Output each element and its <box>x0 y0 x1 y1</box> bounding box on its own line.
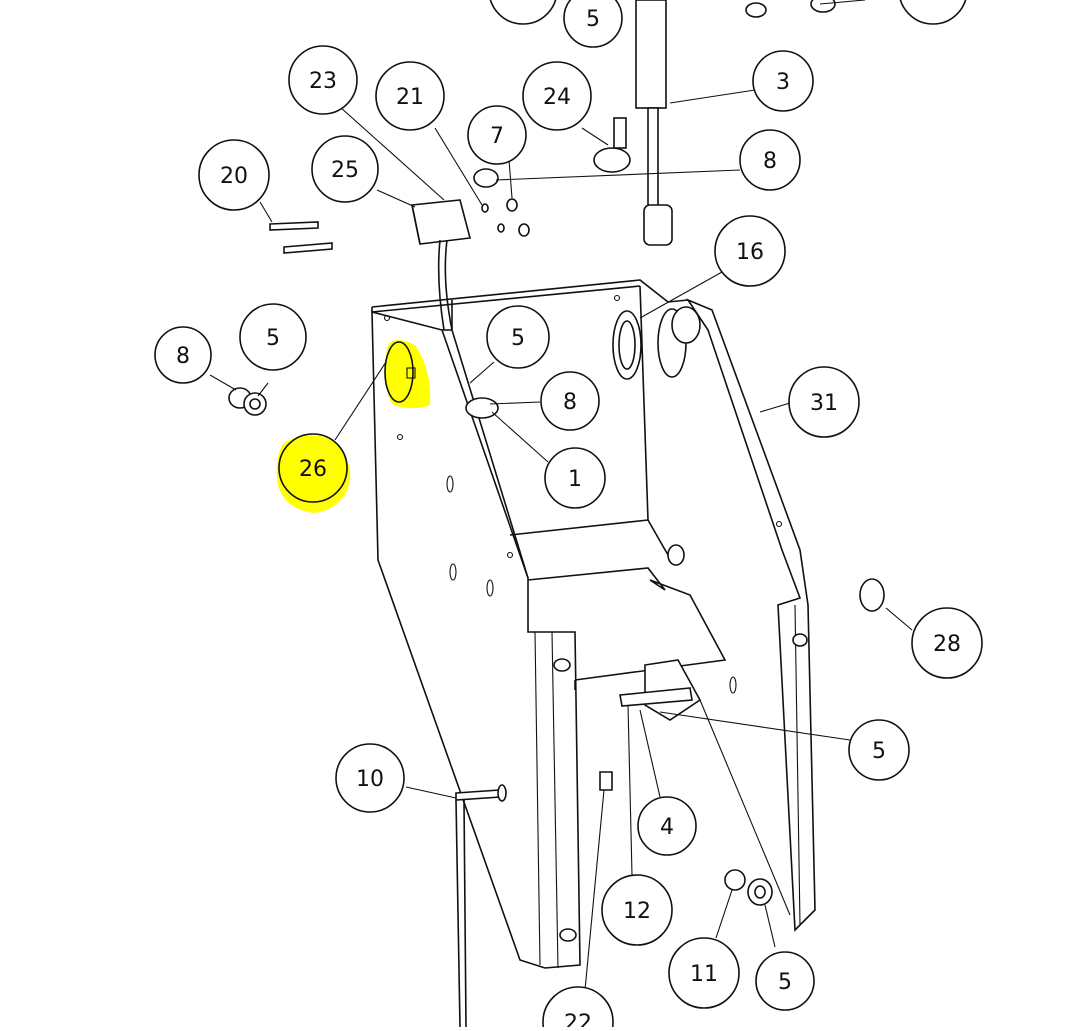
callout-label: 5 <box>586 7 600 32</box>
bolts <box>269 221 507 802</box>
callout-3: 3 <box>752 50 814 112</box>
callout-label: 8 <box>763 149 777 174</box>
callout-label: 5 <box>872 739 886 764</box>
callout-5-right: 5 <box>848 719 910 781</box>
callout-20: 20 <box>198 139 270 211</box>
callouts: 12 5 18 23 21 24 3 7 <box>154 0 983 1031</box>
callout-label: 26 <box>299 457 327 482</box>
callout-label: 5 <box>778 970 792 995</box>
main-bracket <box>371 279 816 969</box>
callout-22: 22 <box>542 986 614 1031</box>
callout-5-bottom: 5 <box>755 951 815 1011</box>
callout-label: 8 <box>176 344 190 369</box>
callout-8-strut: 8 <box>739 129 801 191</box>
callout-16: 16 <box>714 215 786 287</box>
callout-26-highlighted: 26 <box>276 433 351 513</box>
callout-label: 7 <box>490 124 504 149</box>
callout-8-left: 8 <box>154 326 212 384</box>
callout-label: 11 <box>690 962 718 987</box>
callout-label: 16 <box>736 240 764 265</box>
leader-lines <box>209 0 913 991</box>
callout-21: 21 <box>375 61 445 131</box>
callout-label: 5 <box>511 326 525 351</box>
callout-label: 25 <box>331 158 359 183</box>
callout-label: 21 <box>396 85 424 110</box>
callout-label: 3 <box>776 70 790 95</box>
callout-5-left: 5 <box>239 303 307 371</box>
callout-5-mid: 5 <box>486 305 550 369</box>
callout-23: 23 <box>288 45 358 115</box>
callout-12-top: 12 <box>489 0 557 25</box>
gas-strut <box>635 0 673 246</box>
callout-label: 31 <box>810 391 838 416</box>
callout-31: 31 <box>788 366 860 438</box>
callout-5-top: 5 <box>563 0 623 48</box>
callout-25: 25 <box>311 135 379 203</box>
callout-4: 4 <box>637 796 697 856</box>
hardware <box>228 0 885 906</box>
callout-8-mid: 8 <box>540 371 600 431</box>
callout-label: 24 <box>543 85 571 110</box>
highlight-part-26 <box>384 340 431 409</box>
callout-label: 22 <box>564 1011 592 1027</box>
callout-11: 11 <box>668 937 740 1009</box>
callout-28: 28 <box>911 607 983 679</box>
callout-label: 18 <box>919 0 947 4</box>
callout-label: 4 <box>660 815 674 840</box>
callout-18-top: 18 <box>899 0 967 25</box>
callout-12: 12 <box>601 874 673 946</box>
callout-10: 10 <box>335 743 405 813</box>
callout-label: 20 <box>220 164 248 189</box>
callout-label: 10 <box>356 767 384 792</box>
callout-label: 8 <box>563 390 577 415</box>
callout-label: 28 <box>933 632 961 657</box>
callout-7: 7 <box>467 105 527 165</box>
callout-24: 24 <box>522 61 592 131</box>
callout-label: 1 <box>568 467 582 492</box>
callout-label: 12 <box>509 0 537 4</box>
callout-label: 23 <box>309 69 337 94</box>
callout-label: 12 <box>623 899 651 924</box>
callout-label: 5 <box>266 326 280 351</box>
callout-1: 1 <box>544 447 606 509</box>
connector-assembly <box>411 199 472 1028</box>
